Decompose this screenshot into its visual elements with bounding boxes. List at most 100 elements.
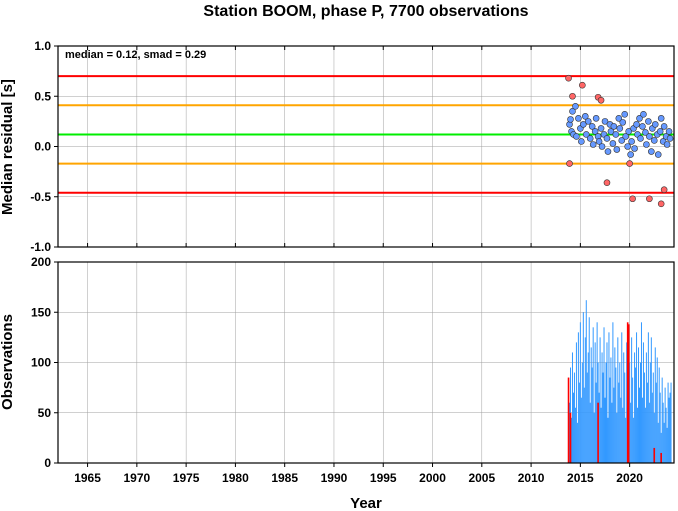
observation-bar [616, 412, 618, 463]
residual-point [637, 135, 644, 142]
observation-bar [638, 347, 640, 463]
observation-bar [670, 382, 672, 463]
residual-point [609, 140, 617, 147]
observation-bar [633, 417, 635, 463]
observation-bar [626, 342, 628, 463]
observation-bar [592, 327, 594, 463]
residual-point [657, 115, 665, 122]
year-tick-label: 1975 [173, 471, 200, 485]
residual-point [591, 128, 599, 135]
observation-bar [624, 372, 626, 463]
observation-bar [619, 362, 621, 463]
observation-bar [589, 402, 591, 463]
observation-bar [664, 387, 666, 463]
residual-point [656, 128, 664, 135]
observation-bar [582, 312, 584, 463]
residual-point [565, 74, 572, 82]
observations-tick-label: 200 [31, 255, 51, 269]
residual-point [666, 135, 674, 142]
observation-bar [635, 367, 637, 463]
residual-point [597, 125, 605, 132]
residual-point [618, 137, 626, 144]
observation-bars [567, 300, 672, 463]
residual-point [575, 115, 582, 122]
residual-point [626, 160, 633, 167]
observation-bar [604, 397, 606, 463]
residual-point [651, 121, 659, 128]
residual-point [567, 116, 574, 123]
residual-tick-label: -1.0 [30, 240, 51, 254]
observation-bar [650, 337, 652, 463]
residual-point [589, 141, 597, 148]
residual-point [603, 179, 611, 186]
residual-point [642, 129, 649, 136]
observation-bar [653, 412, 655, 463]
residual-tick-label: 0.5 [34, 89, 51, 103]
observation-bar [602, 372, 604, 463]
observation-bar [645, 352, 647, 463]
observation-bar [632, 377, 634, 463]
observation-bar [647, 332, 649, 463]
observation-bar [587, 352, 589, 463]
observation-bar [651, 392, 653, 463]
observation-bar [595, 382, 597, 463]
observation-bar [571, 352, 573, 463]
year-x-label: Year [350, 495, 382, 511]
residual-point [622, 133, 630, 140]
residual-point [580, 121, 587, 128]
observation-bar [639, 387, 641, 463]
residual-point [639, 123, 646, 130]
year-tick-label: 2005 [468, 471, 495, 485]
observation-bar [614, 347, 616, 463]
residual-tick-label: 0.0 [34, 140, 51, 154]
residual-point [640, 111, 647, 118]
residual-point [595, 138, 603, 145]
observation-bar [639, 362, 641, 463]
observation-bar [584, 337, 586, 463]
observation-bar-outside [653, 447, 656, 463]
residual-point [624, 143, 631, 150]
observation-bar [570, 417, 572, 463]
observation-bar [622, 407, 624, 463]
median-annotation: median = 0.12, smad = 0.29 [65, 49, 206, 61]
observation-bar [660, 432, 662, 463]
observation-bar [669, 392, 671, 463]
residual-point [613, 146, 621, 153]
observation-bar [630, 402, 632, 463]
observation-bar [625, 417, 627, 463]
observations-tick-label: 100 [31, 356, 51, 370]
year-tick-label: 1980 [222, 471, 249, 485]
chart-title: Station BOOM, phase P, 7700 observations [203, 3, 528, 20]
observation-bar-outside [660, 452, 662, 463]
residual-panel: 1.0 0.5 0.0 -0.5 -1.0 median = 0.12, smad = … [0, 39, 675, 254]
residual-point [646, 133, 653, 140]
residual-point [625, 128, 632, 135]
observation-bar [599, 337, 601, 463]
observation-bar [656, 357, 658, 463]
observation-bar [581, 362, 583, 463]
observation-bar-outside [626, 322, 629, 463]
observation-bar [607, 417, 609, 463]
observations-tick-label: 0 [44, 456, 51, 470]
residual-tick-label: -0.5 [30, 190, 51, 204]
observation-bar [623, 352, 625, 463]
observation-bar [648, 402, 650, 463]
observation-bar [613, 387, 615, 463]
observation-bar [572, 392, 574, 463]
observation-bar [641, 397, 643, 463]
observation-bar [668, 397, 670, 463]
residual-point [660, 123, 668, 130]
residual-point [581, 113, 589, 120]
observation-bar [606, 342, 608, 463]
residual-point [654, 151, 662, 158]
observation-bar [659, 392, 661, 463]
residual-tick-label: 1.0 [34, 39, 51, 53]
residual-point [569, 108, 576, 115]
residual-point [597, 96, 605, 104]
residual-point [648, 148, 655, 155]
observation-bar [580, 397, 582, 463]
observation-bar [573, 372, 575, 463]
